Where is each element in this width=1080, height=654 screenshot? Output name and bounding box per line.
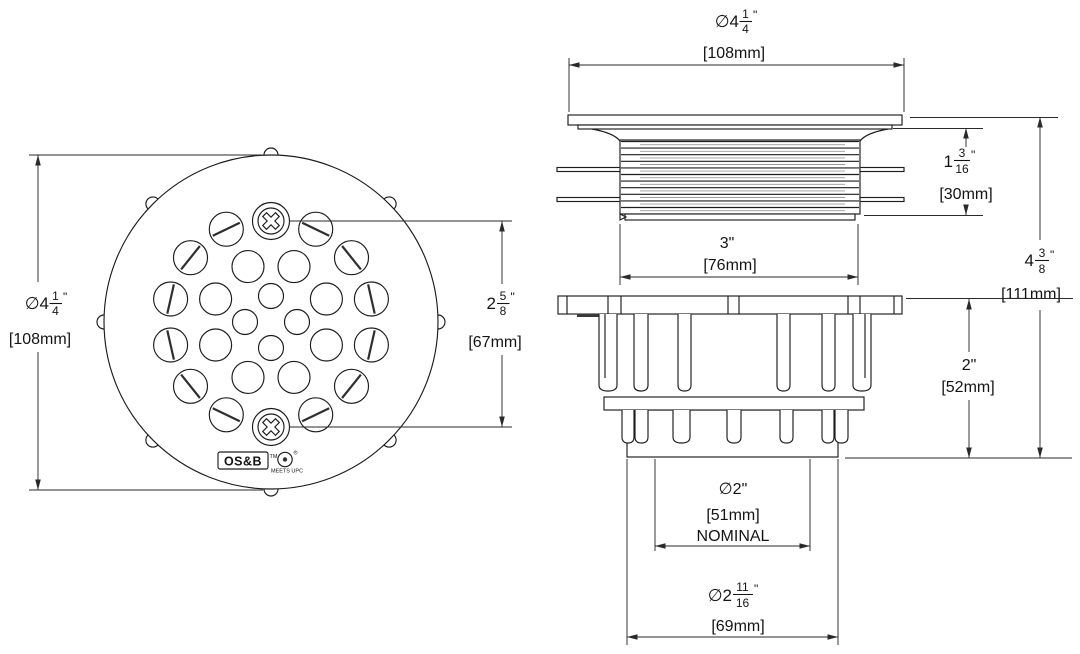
registered-label: ®: [294, 450, 298, 457]
dim-value: ∅2: [708, 586, 732, 605]
dim-value: 2": [962, 357, 977, 374]
dim-fraction-num: 3: [1039, 246, 1046, 260]
thread-body: [619, 139, 861, 215]
dim-value: ∅4: [715, 12, 739, 31]
dim-grate-diameter: ∅4 1 4 " [108mm]: [9, 154, 263, 491]
neck-curve-right: [859, 128, 889, 142]
dim-fraction-den: 8: [500, 304, 507, 318]
flange-lip: [577, 124, 893, 130]
dim-value: 1: [944, 152, 953, 171]
trademark-label: TM: [270, 454, 278, 460]
strainer-flange: [557, 295, 903, 315]
dim-thread-width: 3" [76mm]: [619, 224, 859, 285]
dim-fraction-num: 1: [742, 7, 749, 21]
dim-flange-diameter: ∅4 1 4 " [108mm]: [568, 7, 905, 112]
dim-note: NOMINAL: [697, 528, 770, 545]
meets-upc-label: MEETS UPC: [271, 469, 303, 475]
dim-thread-height: 1 3 16 " [30mm]: [864, 128, 993, 216]
screw-bottom: [251, 407, 291, 447]
view-strainer-side: 2" [52mm] ∅2" [51mm] NOMINAL ∅2 11 16 ": [557, 295, 1073, 645]
grate-rim: [103, 154, 439, 490]
dim-fraction-num: 11: [736, 580, 749, 594]
view-grate-top: OS&B TM ® MEETS UPC ∅4 1 4 " [108mm]: [9, 147, 522, 497]
dim-screw-spacing: 2 5 8 " [67mm]: [289, 220, 522, 428]
strainer-band: [603, 396, 865, 411]
dim-metric: [30mm]: [939, 186, 992, 203]
dim-fraction-num: 1: [52, 289, 59, 303]
dim-value: ∅2": [719, 481, 748, 498]
flange-plate: [567, 114, 903, 126]
phillips-cross-icon: [261, 211, 281, 231]
dim-fraction-den: 16: [955, 162, 969, 176]
dim-fraction-den: 16: [736, 596, 750, 610]
upper-crown-prongs: [598, 314, 872, 392]
locknut-lip: [624, 213, 856, 221]
dim-metric: [67mm]: [468, 334, 521, 351]
dim-unit: ": [754, 582, 758, 596]
dim-fraction-den: 4: [742, 22, 749, 36]
dim-fraction-num: 3: [959, 146, 966, 160]
set-screw-detail: [577, 313, 600, 317]
dim-unit: ": [1050, 248, 1054, 262]
lower-crown-prongs: [621, 410, 849, 444]
flange-ticks: [566, 296, 895, 314]
brand-logo-text: OS&B: [224, 455, 262, 469]
dim-metric: [69mm]: [711, 618, 764, 635]
washer-edges: [556, 166, 905, 203]
grate-middle-holes: [199, 250, 343, 394]
dim-metric: [108mm]: [703, 45, 765, 62]
grate-inner-holes: [231, 282, 311, 362]
thread-start-tip: [619, 213, 628, 221]
dim-fraction-den: 4: [52, 304, 59, 318]
phillips-cross-icon: [261, 417, 281, 437]
screw-top: [251, 201, 291, 241]
dim-fraction-den: 8: [1039, 262, 1046, 276]
dim-unit: ": [63, 290, 67, 304]
dim-metric: [52mm]: [941, 379, 994, 396]
certification-mark-icon: [282, 457, 288, 462]
dim-body-height: 2" [52mm]: [906, 298, 1073, 458]
grate-slotted-holes: [153, 211, 389, 433]
certification-mark-icon: [277, 451, 293, 468]
dim-metric: [76mm]: [703, 257, 756, 274]
dim-value: 3": [720, 235, 735, 252]
dim-metric: [111mm]: [1001, 286, 1061, 303]
dim-value: 4: [1025, 251, 1034, 270]
dim-unit: ": [971, 148, 975, 162]
dim-fraction-num: 5: [500, 289, 507, 303]
dim-metric: [108mm]: [9, 331, 71, 348]
dim-value: ∅4: [25, 294, 49, 313]
dim-unit: ": [753, 8, 757, 22]
view-flange-side: ∅4 1 4 " [108mm] 3" [76mm] 1 3: [556, 7, 1072, 459]
dim-value: 2: [487, 294, 496, 313]
dim-unit: ": [511, 290, 515, 304]
dim-outlet-nominal: ∅2" [51mm] NOMINAL: [654, 459, 811, 551]
dim-metric: [51mm]: [706, 507, 759, 524]
brand-stamp: OS&B TM ® MEETS UPC: [217, 450, 303, 475]
neck-curve-left: [591, 128, 621, 142]
dim-outlet-od: ∅2 11 16 " [69mm]: [626, 459, 839, 645]
